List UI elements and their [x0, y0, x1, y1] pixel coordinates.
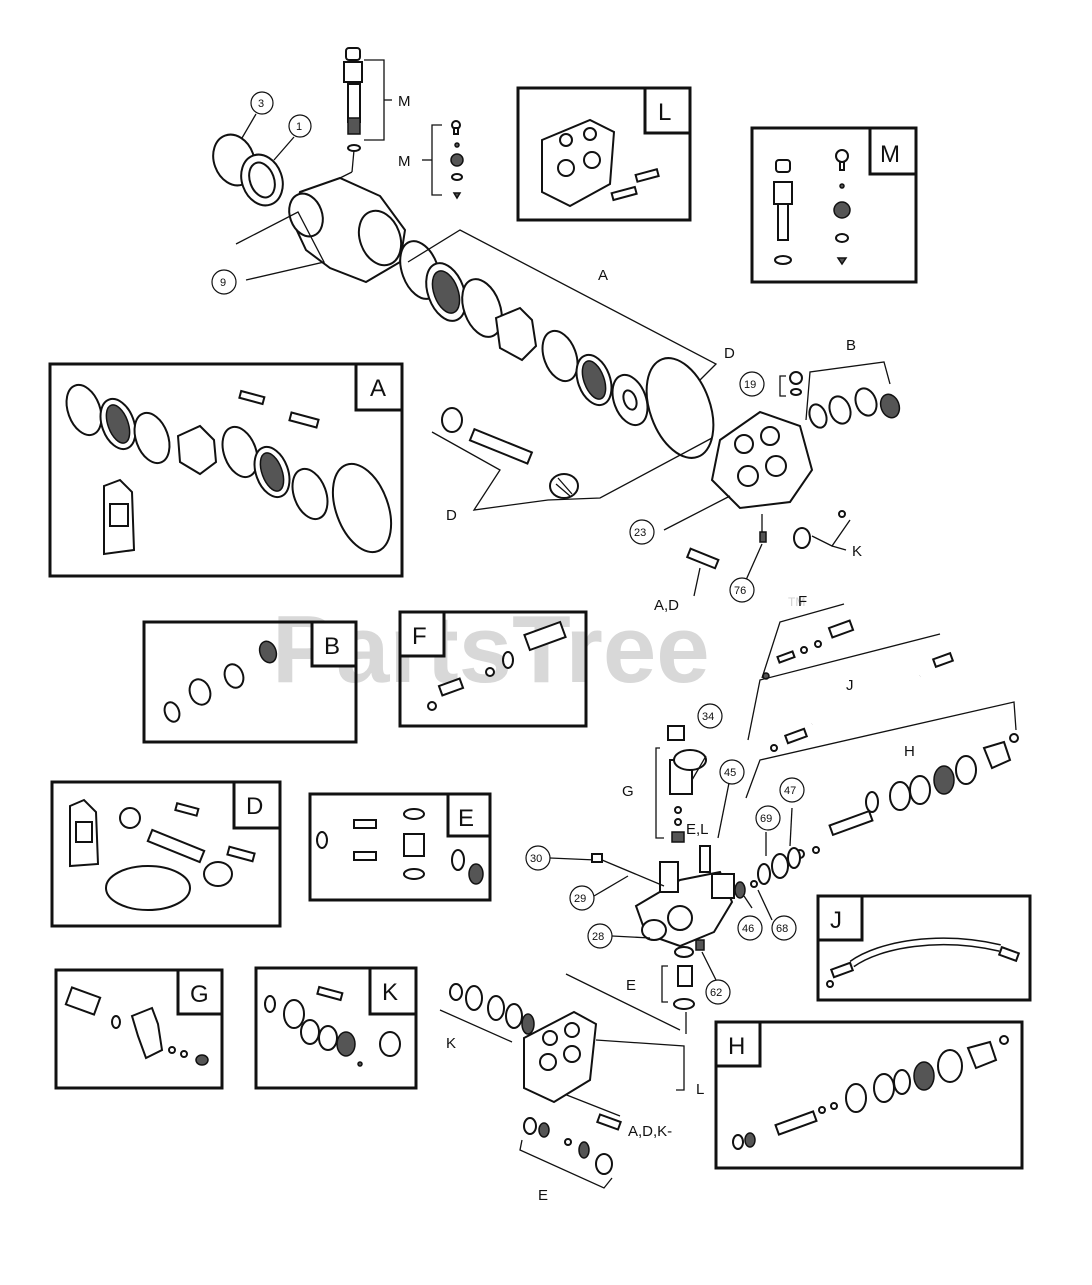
kit-tab-E: E [458, 805, 474, 832]
label-D-oring: D [724, 345, 735, 362]
kit-box-B: B [142, 620, 358, 744]
kit-box-D: D [50, 780, 282, 928]
callout-29: 29 [574, 893, 586, 905]
kit-box-G: G [54, 968, 224, 1090]
label-E-bottom: E [538, 1187, 548, 1204]
kit-box-K: K [254, 966, 418, 1090]
callout-23: 23 [634, 527, 646, 539]
callout-46: 46 [742, 923, 754, 935]
kit-tab-D: D [246, 793, 263, 820]
label-B-top: B [846, 337, 856, 354]
label-M-second: M [398, 153, 411, 170]
callout-3: 3 [258, 98, 264, 110]
kit-tab-B: B [324, 633, 340, 660]
label-L-bottom: L [696, 1081, 704, 1098]
kit-box-J: J [816, 894, 1032, 1002]
kit-box-L: L [516, 86, 692, 222]
kit-box-F: F [398, 610, 588, 728]
watermark-tm: TM [788, 595, 805, 609]
kit-tab-G: G [190, 981, 209, 1008]
lower-valve-assembly: K L A,D,K- E [439, 973, 704, 1204]
callout-62: 62 [710, 987, 722, 999]
callout-45: 45 [724, 767, 736, 779]
callouts: 3 1 9 19 23 76 34 45 47 69 30 29 28 46 6… [211, 91, 805, 1005]
kit-box-M: M [750, 126, 918, 284]
kit-tab-J: J [830, 907, 842, 934]
kit-tab-H: H [728, 1033, 745, 1060]
label-AD: A,D [654, 597, 679, 614]
label-ADK: A,D,K- [628, 1123, 672, 1140]
kit-tab-F: F [412, 623, 427, 650]
label-K-top: K [852, 543, 862, 560]
kit-tab-M: M [880, 141, 900, 168]
callout-69: 69 [760, 813, 772, 825]
callout-9: 9 [220, 277, 226, 289]
callout-47: 47 [784, 785, 796, 797]
label-J-main: J [846, 677, 854, 694]
kit-box-E: E [308, 792, 492, 902]
label-EL: E,L [686, 821, 709, 838]
label-F-main: F [798, 593, 807, 610]
kit-tab-A: A [370, 375, 386, 402]
kit-box-A: A [48, 362, 404, 578]
kit-tab-L: L [658, 99, 671, 126]
callout-34: 34 [702, 711, 714, 723]
kit-box-H: H [714, 1020, 1024, 1170]
crankcase-assembly: M M A [212, 47, 735, 459]
label-G-main: G [622, 783, 634, 800]
callout-19: 19 [744, 379, 756, 391]
callout-76: 76 [734, 585, 746, 597]
label-K-bottom: K [446, 1035, 456, 1052]
callout-30: 30 [530, 853, 542, 865]
callout-68: 68 [776, 923, 788, 935]
manifold-assembly: B K A,D [654, 337, 901, 614]
label-D-center: D [446, 507, 457, 524]
kit-tab-K: K [382, 979, 398, 1006]
label-E-mid: E [626, 977, 636, 994]
label-M-top: M [398, 93, 411, 110]
callout-28: 28 [592, 931, 604, 943]
unloader-assembly: F J H G E [549, 593, 1019, 1034]
label-A-top: A [598, 267, 608, 284]
callout-1: 1 [296, 121, 302, 133]
label-H-main: H [904, 743, 915, 760]
d-kit-center: D [431, 407, 713, 524]
